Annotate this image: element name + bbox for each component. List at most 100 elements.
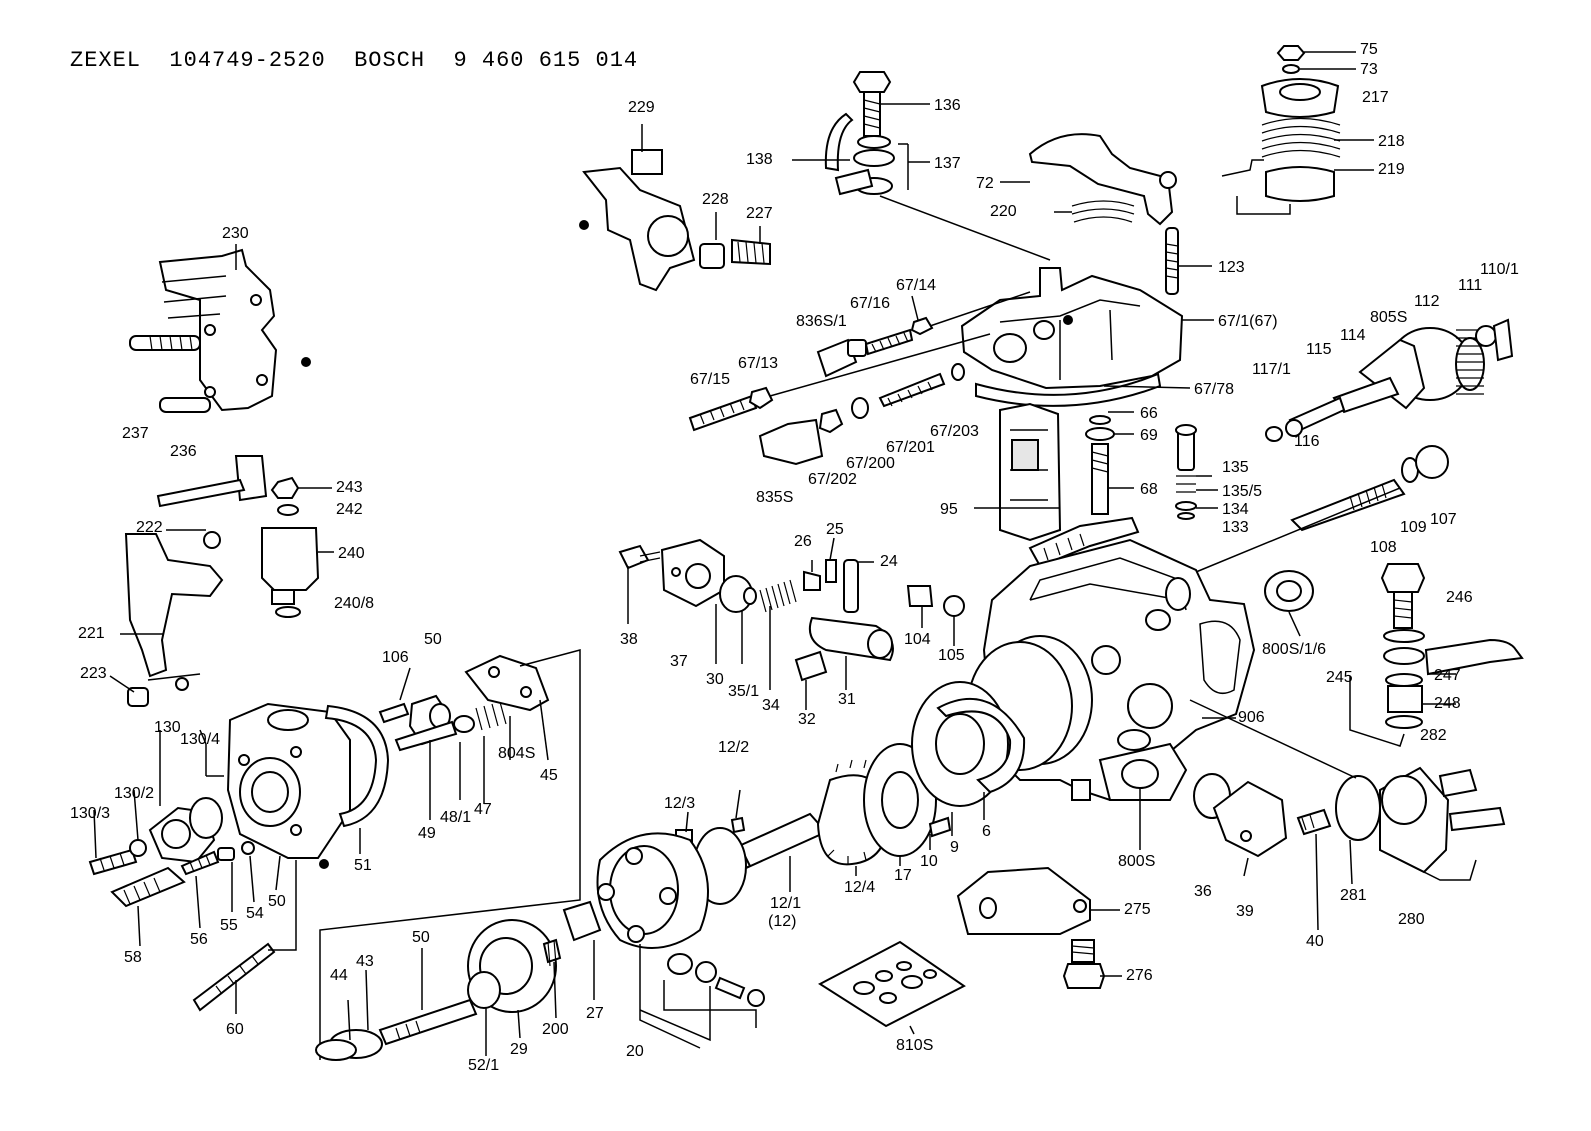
part-label: 31 (838, 691, 856, 708)
part-label: 29 (510, 1041, 528, 1058)
part-label: 242 (336, 501, 363, 518)
part-label: 75 (1360, 41, 1378, 58)
part-label: 218 (1378, 133, 1405, 150)
part-label: 35/1 (728, 683, 760, 700)
part-label: 107 (1430, 511, 1457, 528)
part-label: 27 (586, 1005, 604, 1022)
part-label: 112 (1414, 293, 1440, 310)
part-label: 12/3 (664, 795, 696, 812)
overflow-valve-assembly (1349, 563, 1524, 747)
part-label: 223 (80, 665, 107, 682)
part-label: 222 (136, 519, 163, 536)
part-label: 26 (794, 533, 812, 550)
part-label: 219 (1378, 161, 1405, 178)
part-label: 25 (826, 521, 844, 538)
part-label: 246 (1446, 589, 1473, 606)
title-bosch-part-number: 9 460 615 014 (453, 48, 639, 73)
part-label: 49 (418, 825, 436, 842)
part-label: 69 (1140, 427, 1158, 444)
part-label: 43 (356, 953, 374, 970)
part-label: 237 (122, 425, 149, 442)
part-label: 51 (354, 857, 372, 874)
part-label: 236 (170, 443, 197, 460)
part-label: 281 (1340, 887, 1367, 904)
governor-lever-plate (1028, 133, 1179, 295)
part-label: 800S (1118, 853, 1156, 870)
mounting-bracket (129, 248, 311, 413)
part-label: 12/1 (770, 895, 802, 912)
part-label: 130/4 (180, 731, 221, 748)
part-label: 275 (1124, 901, 1151, 918)
part-label: 130 (154, 719, 181, 736)
part-label: 55 (220, 917, 238, 934)
part-label: 805S (1370, 309, 1408, 326)
part-label: 243 (336, 479, 363, 496)
part-label: 228 (702, 191, 729, 208)
part-label: 116 (1294, 433, 1320, 450)
part-label: 56 (190, 931, 208, 948)
part-label: (12) (768, 913, 797, 930)
part-label: 280 (1398, 911, 1425, 928)
part-label: 67/15 (690, 371, 731, 388)
part-label: 10 (920, 853, 938, 870)
adjusting-screws (688, 291, 1031, 466)
part-label: 123 (1218, 259, 1245, 276)
part-label: 6 (982, 823, 991, 840)
part-label: 50 (412, 929, 430, 946)
part-label: 40 (1306, 933, 1324, 950)
part-label: 12/2 (718, 739, 750, 756)
part-label: 133 (1222, 519, 1249, 536)
part-label: 108 (1370, 539, 1397, 556)
part-label: 130/2 (114, 785, 155, 802)
part-label: 130/3 (70, 805, 111, 822)
part-label: 95 (940, 501, 958, 518)
part-label: 282 (1420, 727, 1447, 744)
part-label: 72 (976, 175, 994, 192)
roller-ring-and-cam-disc (315, 832, 765, 1061)
part-label: 276 (1126, 967, 1153, 984)
part-label: 67/202 (808, 471, 857, 488)
part-label: 37 (670, 653, 688, 670)
part-label: 50 (424, 631, 442, 648)
part-label: 135 (1222, 459, 1249, 476)
part-label: 58 (124, 949, 142, 966)
part-label: 36 (1194, 883, 1212, 900)
part-label: 137 (934, 155, 961, 172)
part-label: 38 (620, 631, 638, 648)
delivery-valve-parts (88, 797, 297, 1012)
part-label: 67/201 (886, 439, 935, 456)
part-label: 67/14 (896, 277, 937, 294)
part-label: 60 (226, 1021, 244, 1038)
part-label: 68 (1140, 481, 1158, 498)
part-label: 200 (542, 1021, 569, 1038)
title-make-zexel: ZEXEL (70, 48, 142, 73)
part-label: 32 (798, 711, 816, 728)
part-label: 67/16 (850, 295, 891, 312)
part-label: 48/1 (440, 809, 472, 826)
plunger-spring-parts (319, 649, 581, 1060)
part-label: 73 (1360, 61, 1378, 78)
timer-parts (618, 538, 965, 682)
part-label: 39 (1236, 903, 1254, 920)
part-label: 104 (904, 631, 931, 648)
part-label: 136 (934, 97, 961, 114)
drive-shaft-and-gears (658, 681, 1026, 905)
part-label: 220 (990, 203, 1017, 220)
part-label: 245 (1326, 669, 1353, 686)
spring-cap-assembly (1221, 45, 1341, 215)
part-label: 117/1 (1252, 361, 1291, 378)
part-label: 221 (78, 625, 105, 642)
part-label: 30 (706, 671, 724, 688)
part-label: 240 (338, 545, 365, 562)
stop-lever-assembly (579, 149, 771, 292)
part-label: 800S/1/6 (1262, 641, 1327, 658)
part-label: 34 (762, 697, 780, 714)
part-label: 229 (628, 99, 655, 116)
part-label: 835S (756, 489, 794, 506)
part-label: 248 (1434, 695, 1461, 712)
title-zexel-part-number: 104749-2520 (169, 48, 326, 73)
part-label: 54 (246, 905, 264, 922)
part-label: 240/8 (334, 595, 375, 612)
part-label: 67/1(67) (1218, 313, 1278, 330)
